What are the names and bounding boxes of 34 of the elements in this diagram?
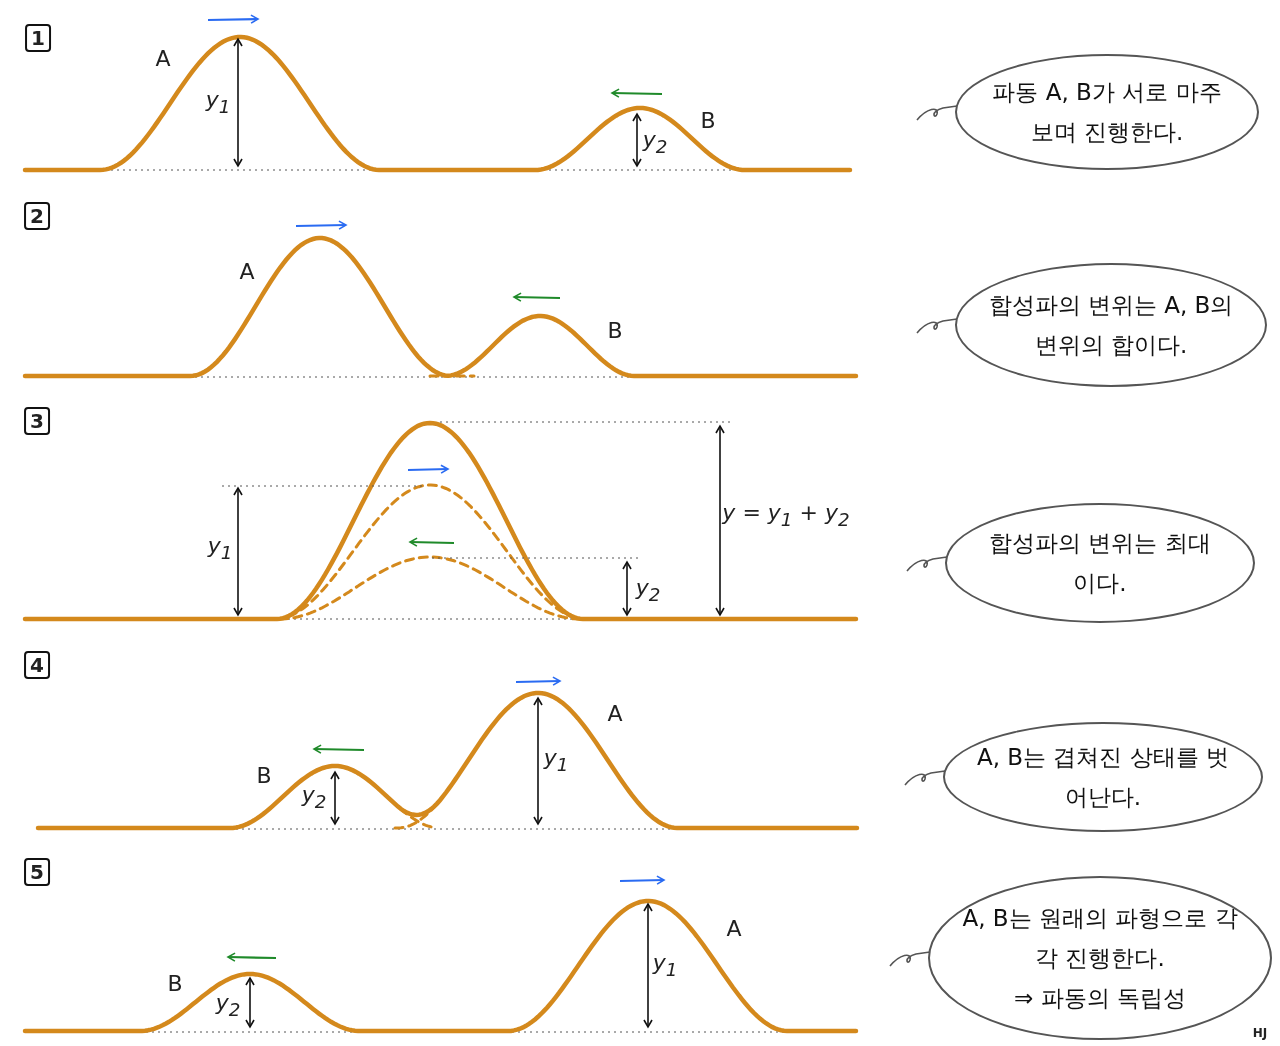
speech-bubble — [945, 503, 1255, 623]
wave-label: A — [726, 915, 742, 941]
wave-label: B — [256, 762, 272, 788]
displacement-label: y$_{2}$ — [301, 782, 327, 812]
speech-bubble — [943, 722, 1263, 832]
displacement-label: y$_{1}$ — [543, 745, 569, 775]
step-number: 5 — [24, 858, 50, 886]
wave-label: B — [167, 970, 183, 996]
displacement-label: y$_{1}$ — [207, 533, 233, 563]
bubble-text: 합성파의 변위는 최대이다. — [988, 528, 1212, 598]
wave-label: A — [155, 45, 171, 71]
step-number: 2 — [24, 202, 50, 230]
displacement-label: y = y$_{1}$ + y$_{2}$ — [722, 500, 850, 530]
step-number: 4 — [24, 651, 50, 679]
displacement-label: y$_{2}$ — [642, 127, 668, 157]
displacement-label: y$_{2}$ — [215, 990, 241, 1020]
step-number: 3 — [24, 407, 50, 435]
step-number: 1 — [25, 24, 51, 52]
speech-bubble — [955, 54, 1259, 170]
wave-label: B — [700, 107, 716, 133]
speech-bubble — [955, 263, 1267, 387]
bubble-text: A, B는 원래의 파형으로 각각 진행한다. — [961, 903, 1239, 973]
speech-bubble — [928, 876, 1272, 1040]
wave-label: A — [607, 700, 623, 726]
bubble-text: A, B는 겹쳐진 상태를 벗어난다. — [975, 742, 1231, 812]
displacement-label: y$_{2}$ — [635, 575, 661, 605]
bubble-text: ⇒ 파동의 독립성 — [1014, 984, 1186, 1014]
wave-label: B — [607, 317, 623, 343]
displacement-label: y$_{1}$ — [205, 87, 231, 117]
signature: HJ — [1252, 1026, 1268, 1040]
bubble-text: 파동 A, B가 서로 마주 보며 진행한다. — [991, 77, 1223, 147]
displacement-label: y$_{1}$ — [652, 950, 678, 980]
wave-label: A — [239, 258, 255, 284]
bubble-text: 합성파의 변위는 A, B의 변위의 합이다. — [987, 290, 1235, 360]
